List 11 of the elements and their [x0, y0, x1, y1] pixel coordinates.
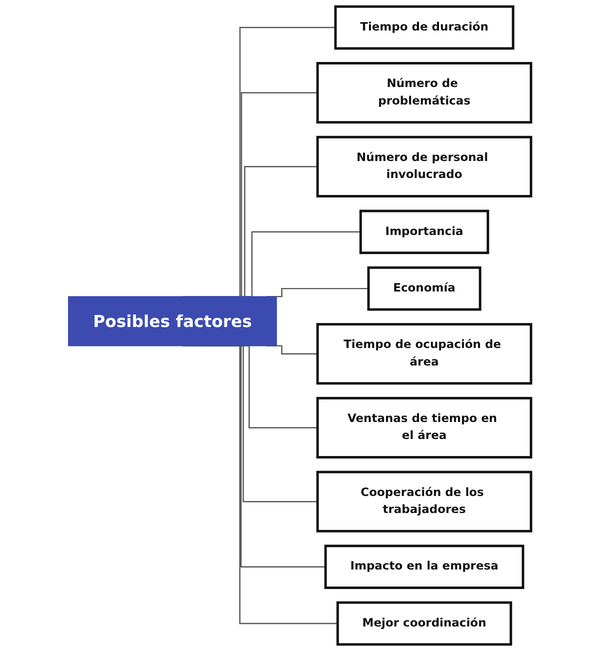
- node-box: Impacto en la empresa: [324, 544, 524, 590]
- node-box: Posibles factores: [68, 296, 277, 346]
- node-box: Número de problemáticas: [316, 62, 532, 124]
- node-box: Cooperación de los trabajadores: [316, 470, 532, 532]
- node-box: Importancia: [359, 210, 489, 254]
- node-box: Número de personal involucrado: [316, 136, 532, 198]
- node-box: Tiempo de ocupación de área: [316, 323, 532, 385]
- node-box: Mejor coordinación: [336, 601, 512, 646]
- node-box: Ventanas de tiempo en el área: [316, 396, 532, 458]
- node-box: Tiempo de duración: [334, 5, 514, 50]
- node-box: Economía: [367, 266, 482, 311]
